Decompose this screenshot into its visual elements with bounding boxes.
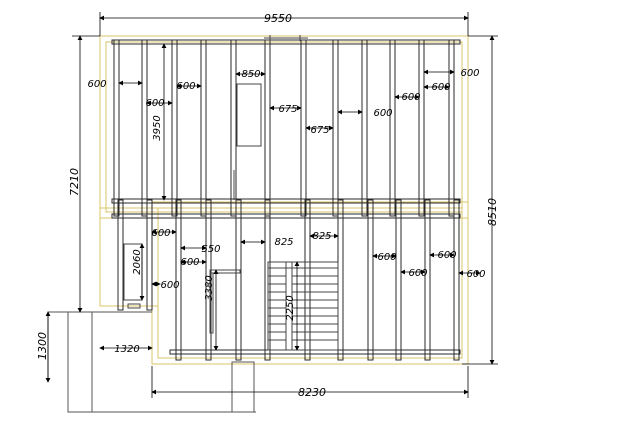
dim-spacing-label: 600 (437, 250, 456, 261)
dim-spacing-label: 600 (373, 108, 392, 119)
dim-spacing-label: 600 (87, 79, 106, 90)
dimension-labels: 9550 7210 8510 1300 1320 8230 3950 2250 … (36, 12, 499, 399)
dim-spacing-label: 600 (431, 82, 450, 93)
dim-porch-depth: 1300 (36, 332, 49, 360)
door-panel (233, 35, 308, 200)
dim-spacing-label: 600 (408, 268, 427, 279)
dim-stair-run: 2250 (285, 295, 296, 320)
dim-spacing-label: 825 (274, 237, 293, 248)
dim-spacing-label: 600 (401, 92, 420, 103)
dim-spacing-label: 825 (312, 231, 331, 242)
dim-depth-right: 8510 (486, 198, 499, 226)
dim-spacing-label: 850 (241, 69, 260, 80)
dim-depth-left: 7210 (68, 168, 81, 196)
dim-spacing-label: 600 (151, 228, 170, 239)
dim-spacing-label: 600 (460, 68, 479, 79)
dim-overall-width: 9550 (264, 12, 292, 25)
dim-spacing-label: 600 (180, 257, 199, 268)
dim-bottom-width: 8230 (298, 386, 326, 399)
dim-spacing-label: 600 (466, 269, 485, 280)
dim-upper-span: 3950 (152, 115, 163, 140)
dim-spacing-label: 600 (160, 280, 179, 291)
dim-porch-width: 1320 (114, 344, 139, 355)
dim-spacing-label: 675 (310, 125, 329, 136)
dim-spacing-label: 600 (377, 252, 396, 263)
upper-beams (113, 39, 455, 217)
dim-spacing-label: 550 (201, 244, 220, 255)
dim-lower-left-span: 3380 (204, 275, 215, 300)
dim-spacing-label: 600 (145, 98, 164, 109)
wall-outlines (99, 35, 469, 365)
dim-spacing-label: 600 (176, 81, 195, 92)
dim-closet-depth: 2060 (132, 249, 143, 274)
lower-beams (117, 199, 460, 361)
staircase (267, 261, 339, 351)
dim-spacing-label: 675 (278, 104, 297, 115)
dimension-lines (45, 12, 498, 398)
